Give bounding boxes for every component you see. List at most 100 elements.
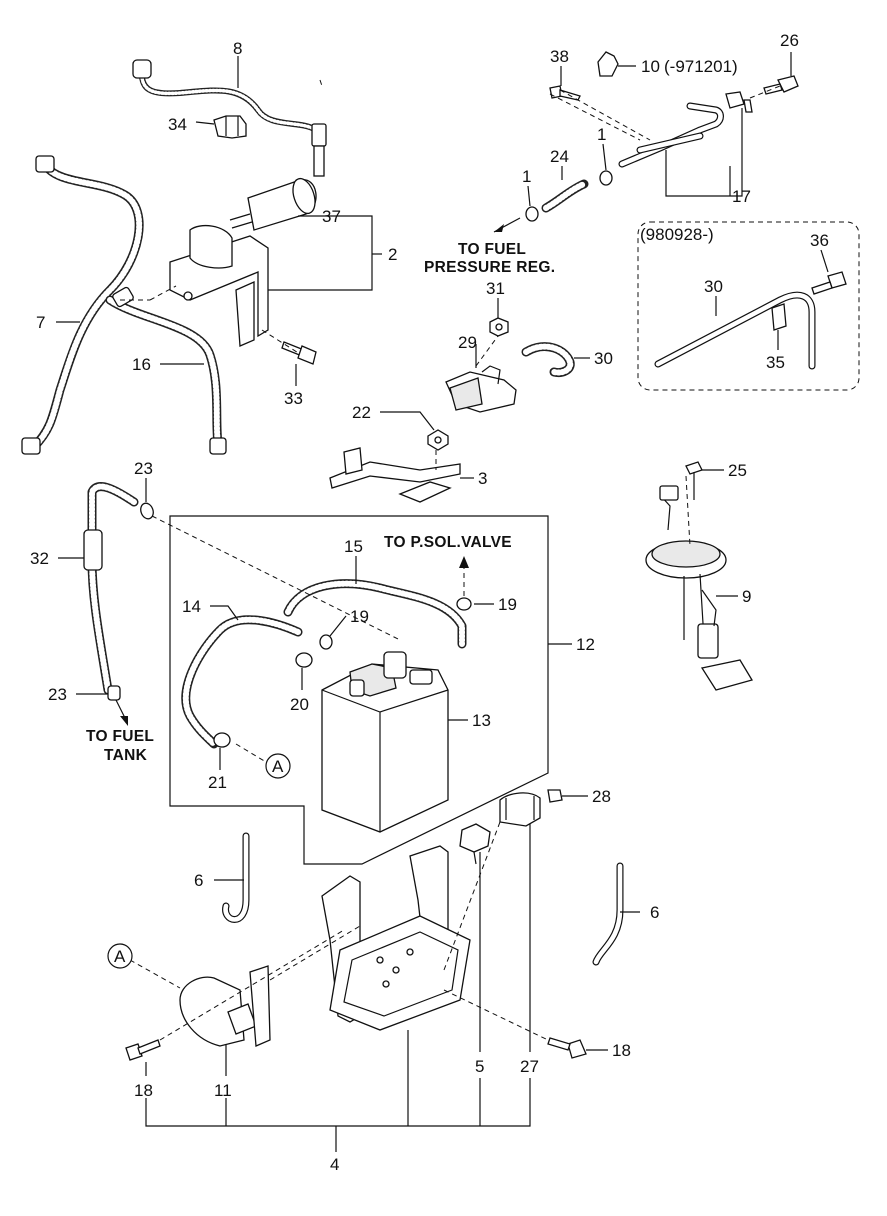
label-20: 20 bbox=[290, 695, 309, 714]
label-8: 8 bbox=[233, 39, 242, 58]
bolt-18a bbox=[125, 1039, 161, 1061]
label-24: 24 bbox=[550, 147, 569, 166]
label-30-variant: 30 bbox=[704, 277, 723, 296]
fuel-hose-8 bbox=[132, 59, 327, 177]
ref-circle-a-lower bbox=[107, 943, 133, 969]
part-number-labels: 8 34 7 16 37 2 33 38 10 26 1 24 1 17 36 … bbox=[30, 31, 829, 1174]
label-28: 28 bbox=[592, 787, 611, 806]
note-variant-980928: (980928-) bbox=[640, 225, 714, 244]
clamp-23a bbox=[140, 502, 154, 520]
label-36: 36 bbox=[810, 231, 829, 250]
band-27 bbox=[499, 792, 541, 827]
label-5: 5 bbox=[475, 1057, 484, 1076]
label-16: 16 bbox=[132, 355, 151, 374]
clip-5 bbox=[459, 823, 491, 865]
label-18a: 18 bbox=[134, 1081, 153, 1100]
bolt-26 bbox=[763, 75, 799, 95]
clamp-1b bbox=[599, 170, 613, 186]
label-9: 9 bbox=[742, 587, 751, 606]
label-23b: 23 bbox=[48, 685, 67, 704]
leader-lines bbox=[56, 52, 829, 1152]
label-15: 15 bbox=[344, 537, 363, 556]
label-6a: 6 bbox=[194, 871, 203, 890]
label-30: 30 bbox=[594, 349, 613, 368]
label-6b: 6 bbox=[650, 903, 659, 922]
clamp-19b bbox=[456, 597, 472, 611]
label-12: 12 bbox=[576, 635, 595, 654]
note-to-fuel-pressure-reg-1: TO FUEL bbox=[458, 241, 526, 258]
clamp-1a bbox=[525, 206, 539, 222]
rod-6a bbox=[222, 832, 250, 923]
label-2: 2 bbox=[388, 245, 397, 264]
hose-24 bbox=[541, 179, 589, 213]
rod-6b bbox=[592, 862, 624, 966]
label-38: 38 bbox=[550, 47, 569, 66]
label-19a: 19 bbox=[350, 607, 369, 626]
clamp-20 bbox=[295, 652, 313, 668]
bolt-18b bbox=[547, 1037, 587, 1059]
label-7: 7 bbox=[36, 313, 45, 332]
label-4: 4 bbox=[330, 1155, 339, 1174]
filter-bracket-2 bbox=[169, 224, 269, 347]
bolt-36 bbox=[811, 271, 847, 295]
bolt-38 bbox=[549, 85, 581, 101]
label-17: 17 bbox=[732, 187, 751, 206]
label-19b: 19 bbox=[498, 595, 517, 614]
label-23a: 23 bbox=[134, 459, 153, 478]
label-11: 11 bbox=[214, 1081, 232, 1100]
clamp-19a bbox=[319, 634, 333, 650]
label-1a: 1 bbox=[522, 167, 531, 186]
fuel-pipe-30-variant bbox=[654, 291, 816, 370]
washer-28 bbox=[547, 789, 563, 803]
label-3: 3 bbox=[478, 469, 487, 488]
fuel-pump-9 bbox=[645, 485, 753, 691]
label-18b: 18 bbox=[612, 1041, 631, 1060]
ref-label-a-lower: A bbox=[114, 947, 126, 966]
label-31: 31 bbox=[486, 279, 505, 298]
label-1b: 1 bbox=[597, 125, 606, 144]
nut-31 bbox=[489, 317, 509, 337]
bracket-4 bbox=[321, 845, 471, 1031]
screw-25 bbox=[685, 461, 703, 500]
fuel-hose-7 bbox=[21, 155, 144, 455]
label-14: 14 bbox=[182, 597, 201, 616]
ref-circle-a-upper bbox=[265, 753, 291, 779]
label-10: 10 bbox=[641, 57, 660, 76]
label-13: 13 bbox=[472, 711, 491, 730]
solenoid-valve-29 bbox=[445, 365, 517, 413]
label-35: 35 bbox=[766, 353, 785, 372]
note-to-p-sol-valve: TO P.SOL.VALVE bbox=[384, 534, 512, 551]
canister-13 bbox=[321, 651, 449, 833]
hose-14 bbox=[181, 615, 303, 749]
fuel-hose-16 bbox=[105, 286, 227, 455]
fuel-filter-37 bbox=[229, 177, 317, 231]
variant-980928-box bbox=[637, 221, 860, 391]
note-to-fuel-tank-2: TANK bbox=[104, 747, 148, 764]
nut-22 bbox=[427, 429, 449, 451]
note-to-fuel-tank-1: TO FUEL bbox=[86, 728, 154, 745]
hose-30 bbox=[521, 342, 575, 377]
ref-label-a-upper: A bbox=[272, 757, 284, 776]
label-29: 29 bbox=[458, 333, 477, 352]
note-variant-971201: (-971201) bbox=[664, 57, 738, 76]
label-22: 22 bbox=[352, 403, 371, 422]
label-27: 27 bbox=[520, 1057, 539, 1076]
vent-hose-32 bbox=[83, 482, 139, 695]
clip-10 bbox=[597, 51, 619, 77]
clamp-23b bbox=[107, 685, 121, 701]
note-to-fuel-pressure-reg-2: PRESSURE REG. bbox=[424, 259, 555, 276]
purge-valve-11 bbox=[179, 965, 271, 1047]
label-33: 33 bbox=[284, 389, 303, 408]
label-26: 26 bbox=[780, 31, 799, 50]
fuel-pipe-17 bbox=[618, 91, 753, 168]
bracket-3 bbox=[329, 447, 461, 503]
clamp-21 bbox=[213, 732, 231, 748]
clip-34 bbox=[213, 115, 247, 139]
hose-15 bbox=[283, 579, 467, 649]
label-37: 37 bbox=[322, 207, 341, 226]
label-34: 34 bbox=[168, 115, 187, 134]
label-21: 21 bbox=[208, 773, 227, 792]
canister-assembly-box-12 bbox=[169, 515, 549, 865]
